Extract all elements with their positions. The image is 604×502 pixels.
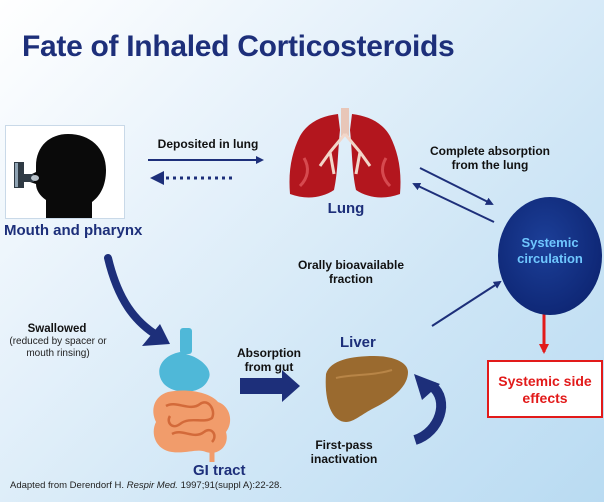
systemic-circulation-label: Systemic circulation — [517, 235, 583, 266]
lung-icon — [289, 108, 401, 198]
first-pass-label: First-pass inactivation — [310, 438, 378, 466]
gi-tract-icon — [153, 328, 231, 462]
liver-to-systemic-arrow — [431, 280, 502, 327]
liver-icon — [325, 356, 408, 422]
diagram-title: Fate of Inhaled Corticosteroids — [22, 30, 455, 63]
gi-tract-label: GI tract — [193, 462, 246, 479]
citation-details: 1997;91(suppl A):22-28. — [180, 480, 282, 491]
exhaled-arrowhead — [150, 171, 164, 185]
lung-to-systemic-arrow — [419, 167, 494, 205]
lung-label: Lung — [327, 200, 365, 217]
liver-label: Liver — [340, 334, 376, 351]
citation-prefix: Adapted from Derendorf H. — [10, 480, 125, 491]
systemic-to-lung-arrow — [412, 182, 495, 223]
mouth-image-panel — [5, 125, 125, 219]
systemic-effects-box: Systemic side effects — [487, 360, 603, 418]
swallowed-label: Swallowed — [27, 323, 87, 335]
orally-bioavailable-label: Orally bioavailable fraction — [297, 258, 405, 286]
first-pass-arrow — [413, 382, 446, 445]
swallowed-arrow — [104, 254, 162, 340]
citation: Adapted from Derendorf H. Respir Med. 19… — [10, 480, 282, 491]
deposited-label: Deposited in lung — [157, 137, 259, 151]
complete-absorption-label: Complete absorption from the lung — [429, 144, 550, 172]
systemic-circulation-node: Systemic circulation — [498, 197, 602, 315]
swallowed-note: (reduced by spacer or mouth rinsing) — [9, 336, 107, 359]
mouth-pharynx-label: Mouth and pharynx — [4, 222, 143, 239]
absorption-gut-label: Absorption from gut — [237, 346, 301, 374]
citation-journal: Respir Med. — [126, 480, 178, 491]
systemic-effects-label: Systemic side effects — [498, 373, 592, 406]
absorption-gut-arrow — [240, 370, 300, 402]
head-inhaler-icon — [14, 134, 106, 218]
